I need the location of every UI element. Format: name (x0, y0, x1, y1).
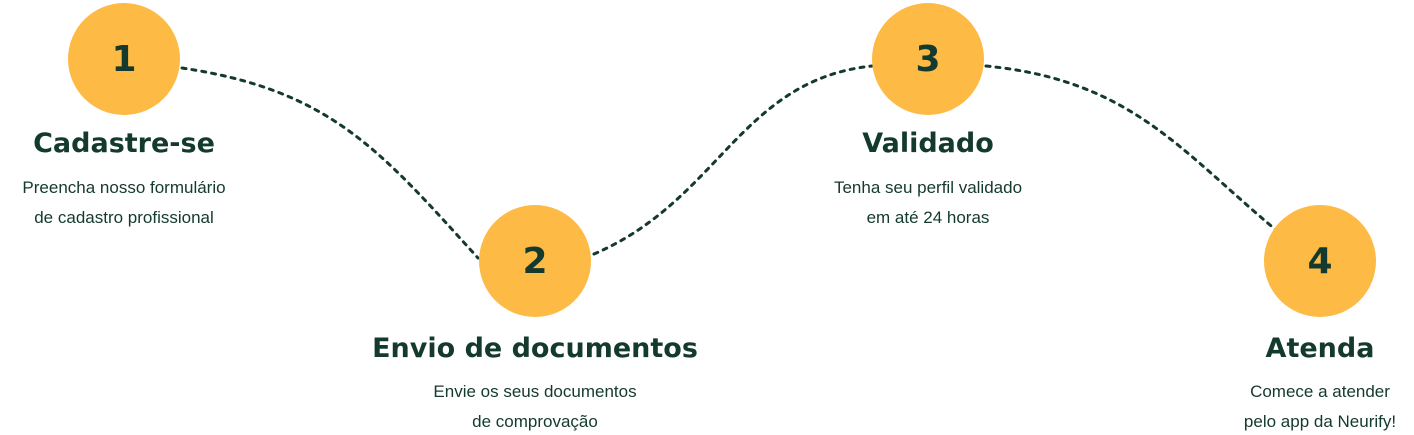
step-1-description-line-1: Preencha nosso formulário (22, 178, 226, 197)
step-1-description-line-2: de cadastro profissional (34, 208, 214, 227)
step-2-description-line-2: de comprovação (472, 412, 598, 431)
step-3-badge: 3 (872, 3, 984, 115)
step-3-description-line-1: Tenha seu perfil validado (833, 178, 1023, 197)
step-4-description-line-2: pelo app da Neurify! (1243, 412, 1397, 431)
connector-2-3 (592, 64, 874, 256)
connector-1-2 (180, 66, 480, 260)
step-3-description-line-2: em até 24 horas (866, 208, 990, 227)
step-1-badge: 1 (68, 3, 180, 115)
step-4-badge: 4 (1264, 205, 1376, 317)
step-1-title: Cadastre-se (33, 128, 215, 159)
step-2-title: Envio de documentos (372, 333, 698, 364)
step-3-title: Validado (862, 128, 994, 159)
step-2-description: Envie os seus documentos de comprovação (433, 377, 636, 435)
step-1-description: Preencha nosso formulário de cadastro pr… (22, 173, 225, 233)
step-4-description: Comece a atender pelo app da Neurify! (1244, 377, 1396, 435)
step-2-badge: 2 (479, 205, 591, 317)
step-4-title: Atenda (1265, 333, 1375, 364)
step-2-description-line-1: Envie os seus documentos (433, 382, 637, 401)
connector-3-4 (984, 64, 1278, 232)
step-3-description: Tenha seu perfil validado em até 24 hora… (834, 173, 1022, 233)
step-4-description-line-1: Comece a atender (1250, 382, 1390, 401)
